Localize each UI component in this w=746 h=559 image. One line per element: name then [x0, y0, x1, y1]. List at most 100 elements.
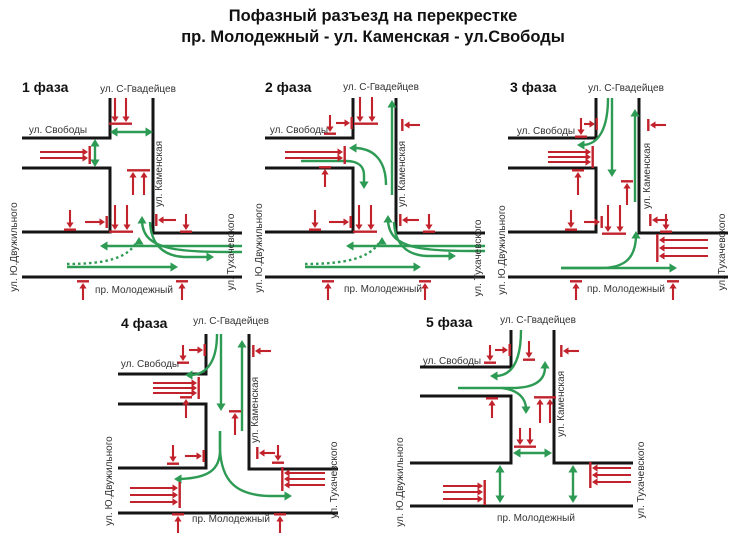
red-arrowhead — [488, 400, 496, 406]
red-arrowhead — [231, 413, 239, 419]
red-arrowhead — [662, 224, 670, 230]
road-outlines — [118, 334, 338, 515]
green-arrow — [189, 333, 219, 377]
phase-label: 5 фаза — [426, 314, 473, 330]
phase-label: 2 фаза — [265, 79, 312, 95]
road-outline — [508, 98, 598, 140]
green-arrowhead — [544, 448, 552, 458]
red-arrowhead — [486, 355, 494, 361]
red-arrowhead — [525, 352, 533, 358]
street-label-east: ул. Тухачевского — [636, 441, 647, 518]
green-arrowhead — [349, 143, 357, 153]
road-outline — [151, 98, 242, 235]
road-outline — [552, 330, 633, 465]
street-label-west: ул. Ю.Двужильного — [9, 202, 20, 292]
red-arrowhead — [158, 216, 164, 224]
red-arrowhead — [402, 216, 408, 224]
green-arrowhead — [413, 262, 421, 272]
street-label-bottom: пр. Молодежный — [497, 513, 575, 524]
red-arrowhead — [182, 399, 190, 405]
street-label-left: ул. Свободы — [29, 124, 87, 136]
street-label-left: ул. Свободы — [423, 355, 481, 367]
road-outline — [247, 334, 338, 471]
red-arrowhead — [284, 469, 290, 477]
street-label-bottom: пр. Молодежный — [95, 285, 173, 296]
red-arrowhead — [344, 119, 350, 127]
road-outline — [265, 166, 355, 234]
red-arrowhead — [321, 169, 329, 175]
red-arrowhead — [179, 355, 187, 361]
stopped-movement-arrows — [548, 118, 708, 300]
road-outline — [420, 330, 513, 369]
road-outline — [410, 394, 513, 465]
green-arrowhead — [448, 251, 456, 261]
street-label-top: ул. С-Гвадейцев — [100, 84, 176, 95]
street-label-east: ул. Тухачевского — [329, 441, 340, 518]
red-arrowhead — [182, 224, 190, 230]
red-arrowhead — [659, 244, 665, 252]
road-outline — [508, 166, 598, 234]
red-arrowhead — [337, 148, 343, 156]
red-arrowhead — [659, 252, 665, 260]
green-arrowhead — [100, 241, 108, 251]
green-arrowhead — [607, 169, 617, 177]
street-label-top: ул. С-Гвадейцев — [343, 82, 419, 93]
page-title: Пофазный разъезд на перекрестке пр. Моло… — [0, 6, 746, 48]
red-arrowhead — [111, 224, 119, 230]
green-arrowhead — [540, 361, 550, 369]
red-arrowhead — [122, 116, 130, 122]
red-arrowhead — [592, 478, 598, 486]
phase-label: 1 фаза — [22, 79, 69, 95]
red-arrowhead — [536, 399, 544, 405]
allowed-movement-arrows — [458, 329, 578, 503]
green-arrowhead — [669, 263, 677, 273]
allowed-movement-arrows — [174, 333, 292, 501]
green-arrow — [386, 220, 486, 253]
red-arrowhead — [99, 218, 105, 226]
red-arrowhead — [191, 379, 197, 387]
green-arrow — [392, 221, 451, 258]
red-arrowhead — [425, 224, 433, 230]
red-arrowhead — [337, 154, 343, 162]
allowed-movement-arrows — [301, 100, 486, 272]
red-arrowhead — [123, 224, 131, 230]
red-arrowhead — [577, 129, 585, 135]
phase-label: 4 фаза — [121, 315, 168, 331]
title-line-2: пр. Молодежный - ул. Каменская - ул.Своб… — [181, 28, 565, 46]
red-arrowhead — [502, 346, 508, 354]
road-outline — [22, 98, 112, 140]
green-arrowhead — [110, 127, 118, 137]
red-arrowhead — [326, 126, 334, 132]
red-arrowhead — [572, 283, 580, 289]
red-arrowhead — [669, 283, 677, 289]
green-arrowhead — [137, 216, 147, 224]
green-arrowhead — [206, 252, 214, 262]
green-arrow — [353, 146, 388, 186]
red-arrowhead — [421, 283, 429, 289]
green-arrowhead — [346, 241, 354, 251]
red-arrowhead — [404, 121, 410, 129]
red-arrowhead — [592, 464, 598, 472]
red-arrowhead — [585, 153, 591, 161]
green-arrowhead — [359, 181, 369, 189]
red-arrowhead — [546, 399, 554, 405]
green-arrowhead — [216, 403, 226, 411]
red-arrowhead — [477, 488, 483, 496]
red-arrowhead — [191, 384, 197, 392]
street-label-mid: ул. Каменская — [397, 141, 408, 207]
red-arrowhead — [191, 389, 197, 397]
green-arrowhead — [377, 237, 387, 245]
red-arrowhead — [311, 222, 319, 228]
stopped-movement-arrows — [285, 97, 435, 300]
street-label-top: ул. С-Гвадейцев — [588, 83, 664, 94]
green-arrowhead — [521, 406, 531, 414]
green-arrow-dashed — [304, 242, 380, 266]
red-arrowhead — [659, 236, 665, 244]
green-arrowhead — [568, 495, 578, 503]
green-arrowhead — [185, 370, 193, 380]
